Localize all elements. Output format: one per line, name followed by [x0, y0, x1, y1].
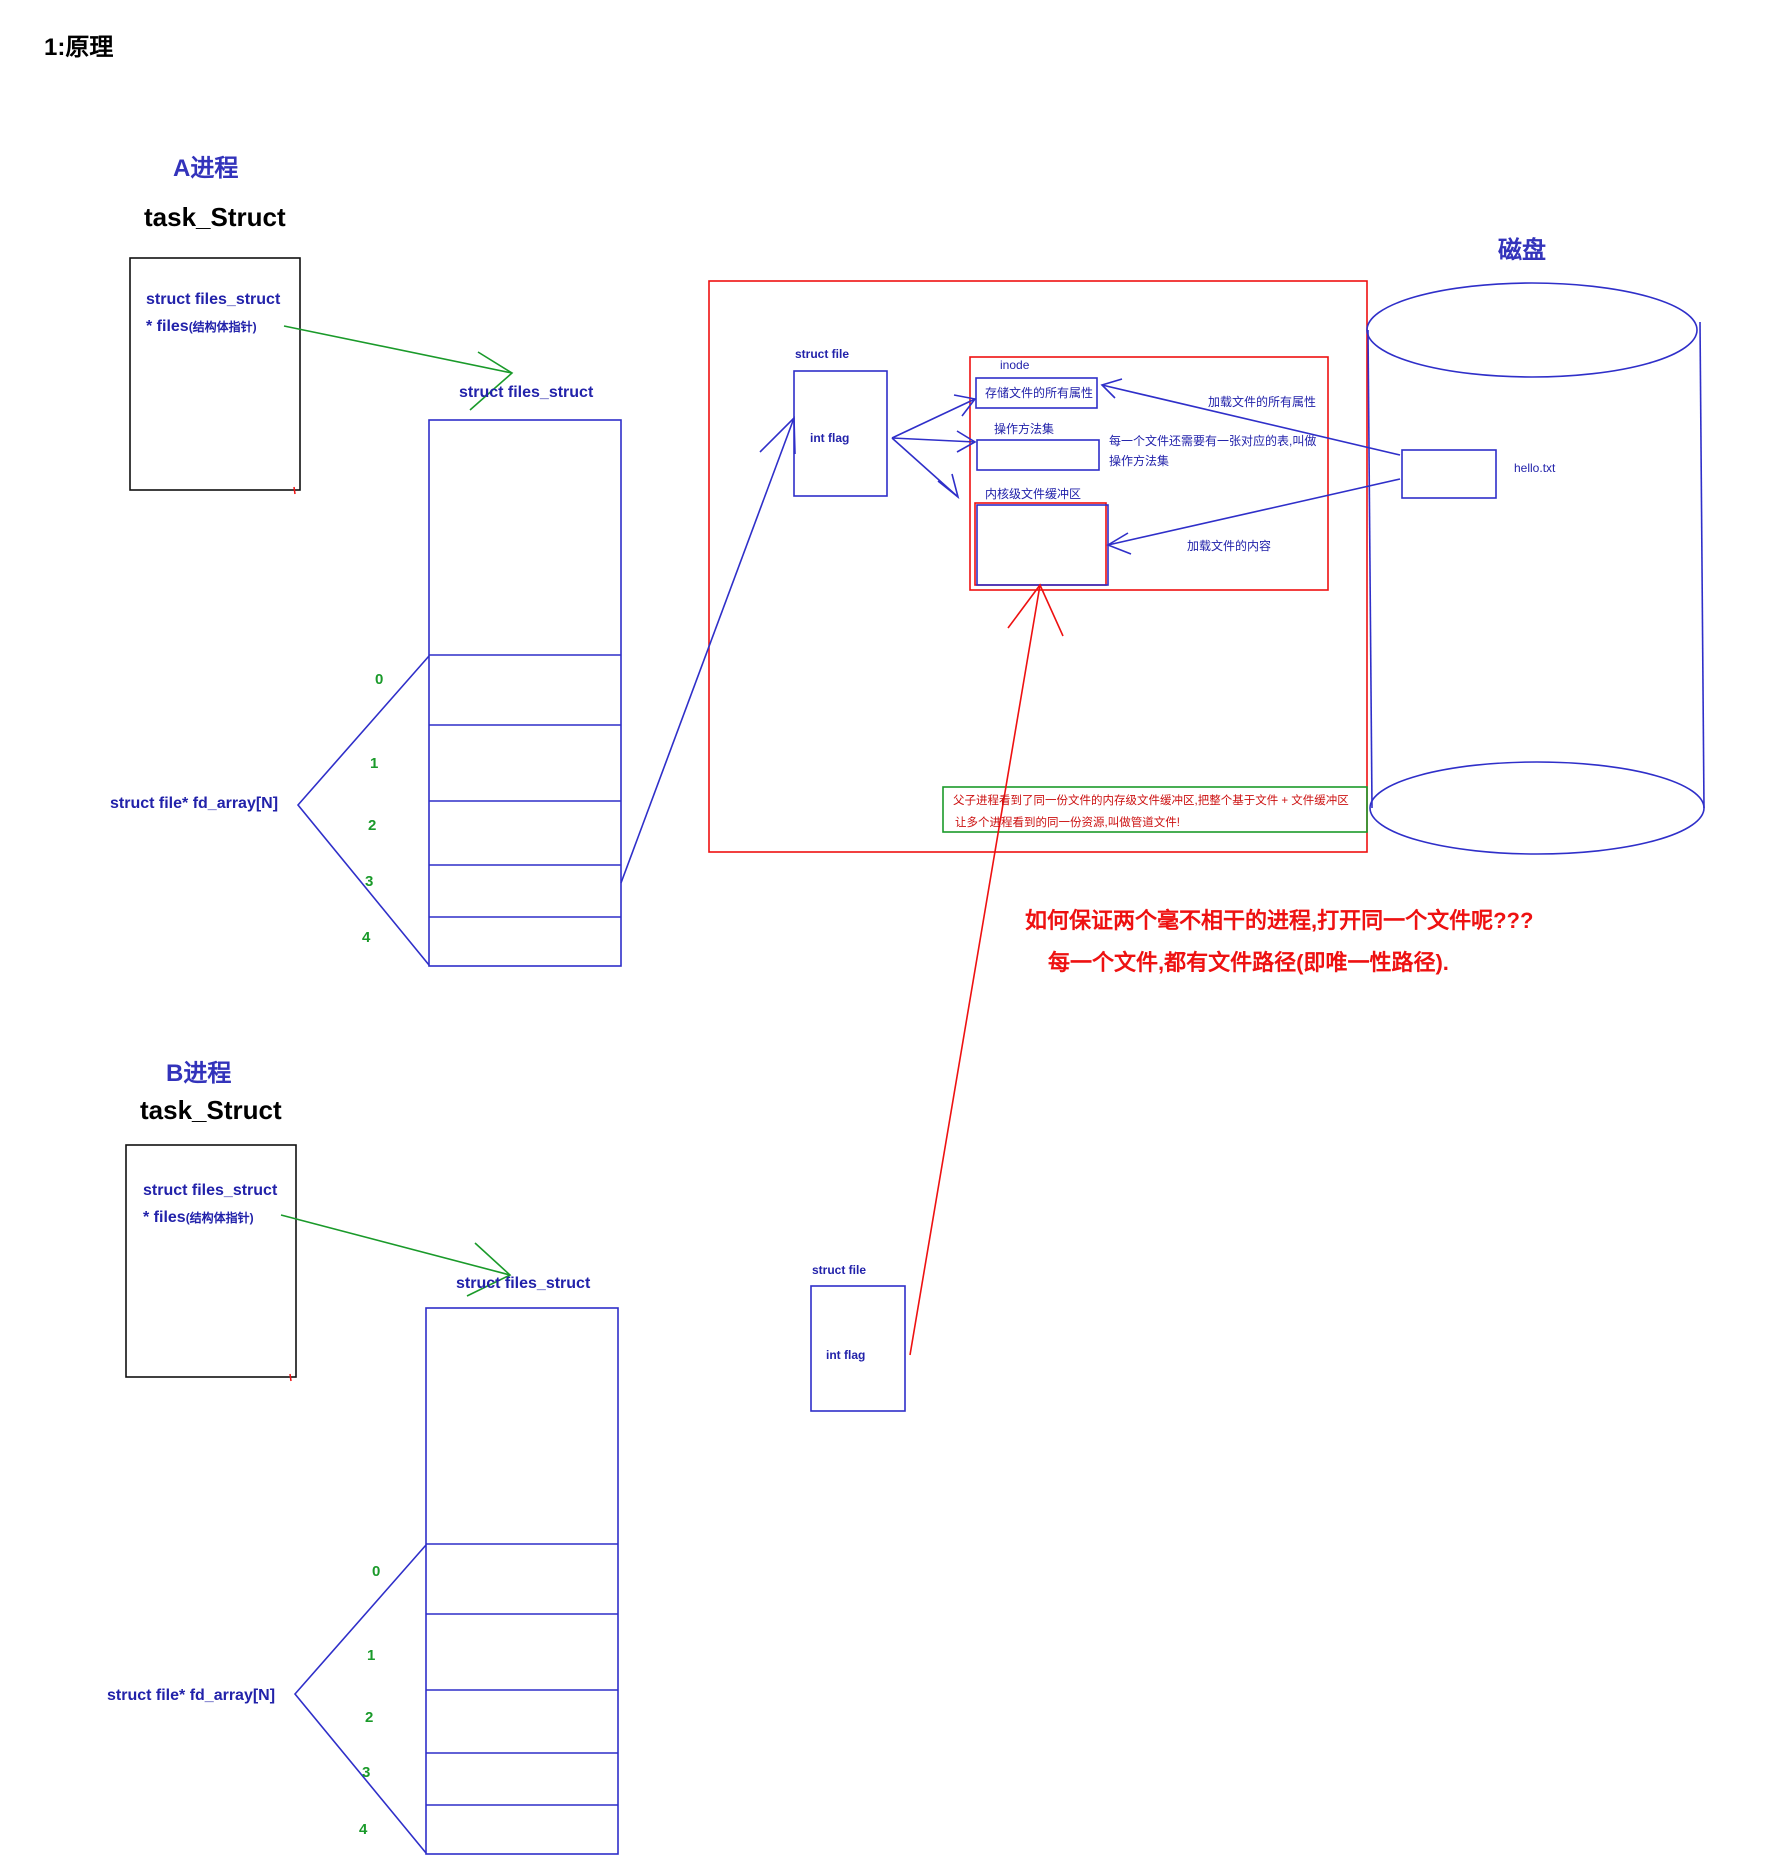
process-a-files-line1: struct files_struct	[146, 291, 281, 308]
process-b-index-1: 1	[367, 1647, 376, 1664]
process-b-name: B进程	[166, 1060, 232, 1087]
process-b-files-line2: * files	[143, 1209, 186, 1226]
buffer-box	[974, 502, 1107, 586]
inode-attrs-label: 存储文件的所有属性	[985, 386, 1094, 400]
fd3-to-struct-file-arrow	[620, 416, 796, 884]
process-a-index-4: 4	[362, 929, 371, 946]
process-b-index-4: 4	[359, 1821, 368, 1838]
pipe-note-box	[942, 786, 1368, 833]
process-a-index-3: 3	[365, 873, 374, 890]
process-b-task-struct: task_Struct	[140, 1095, 282, 1125]
second-struct-file-int-flag: int flag	[826, 1348, 866, 1362]
inode-region	[969, 356, 1329, 591]
process-b-files-struct-label: struct files_struct	[456, 1275, 591, 1292]
struct-file-label: struct file	[795, 347, 850, 361]
process-a-files-struct-label: struct files_struct	[459, 384, 594, 401]
process-a-index-0: 0	[375, 671, 384, 688]
hello-txt-box	[1401, 449, 1497, 499]
struct-file-int-flag: int flag	[810, 431, 850, 445]
process-b-files-line2-wrap: * files(结构体指针)	[143, 1210, 254, 1226]
process-b-files-line1: struct files_struct	[143, 1182, 278, 1199]
process-a-fd-array-label: struct file* fd_array[N]	[110, 795, 279, 812]
load-content-arrow	[1106, 478, 1401, 555]
second-struct-file-box	[810, 1285, 906, 1412]
process-b-index-3: 3	[362, 1764, 371, 1781]
process-a-index-2: 2	[368, 817, 377, 834]
process-a-files-line2-wrap: * files(结构体指针)	[146, 319, 257, 335]
load-attrs-arrow	[1100, 378, 1401, 456]
pipe-note-line2: 让多个进程看到的同一份资源,叫做管道文件!	[955, 817, 1180, 829]
buffer-label: 内核级文件缓冲区	[985, 487, 1082, 501]
ops-box	[976, 439, 1100, 471]
process-a-index-1: 1	[370, 755, 379, 772]
disk-cylinder	[1366, 282, 1705, 855]
process-a-files-note: (结构体指针)	[188, 320, 257, 334]
process-b-fd-bracket	[293, 1544, 427, 1854]
disk-label: 磁盘	[1498, 237, 1546, 264]
ops-note-line2: 操作方法集	[1109, 454, 1170, 468]
second-file-to-buffer-arrow	[909, 583, 1064, 1356]
process-a-task-box	[129, 257, 301, 491]
page-title: 1:原理	[44, 34, 114, 61]
ops-note-line1: 每一个文件还需要有一张对应的表,叫做	[1109, 434, 1317, 448]
process-b-pointer-arrow	[280, 1214, 512, 1297]
process-b-fd-table	[425, 1307, 619, 1855]
kernel-region	[708, 280, 1368, 853]
inode-label: inode	[1000, 358, 1030, 372]
question-line1: 如何保证两个毫不相干的进程,打开同一个文件呢???	[1025, 908, 1534, 933]
question-line2: 每一个文件,都有文件路径(即唯一性路径).	[1048, 950, 1449, 975]
process-a-files-line2: * files	[146, 318, 189, 335]
process-b-task-box	[125, 1144, 297, 1378]
process-b-index-0: 0	[372, 1563, 381, 1580]
load-attrs-label: 加载文件的所有属性	[1208, 395, 1317, 409]
ops-label: 操作方法集	[994, 422, 1055, 436]
second-struct-file-label: struct file	[812, 1263, 867, 1277]
process-a-fd-bracket	[296, 655, 430, 966]
inode-attrs-box	[975, 377, 1098, 409]
process-b-fd-array-label: struct file* fd_array[N]	[107, 1687, 276, 1704]
process-a-pointer-arrow	[283, 325, 514, 411]
hello-txt-label: hello.txt	[1514, 461, 1556, 475]
struct-file-fanout-arrows	[891, 394, 977, 500]
process-b-files-note: (结构体指针)	[185, 1211, 254, 1225]
pipe-note-line1: 父子进程看到了同一份文件的内存级文件缓冲区,把整个基于文件 + 文件缓冲区	[953, 795, 1349, 807]
load-content-label: 加载文件的内容	[1187, 539, 1272, 553]
process-a-name: A进程	[173, 155, 239, 182]
process-b-index-2: 2	[365, 1709, 374, 1726]
process-a-fd-table	[428, 419, 622, 967]
buffer-box-inner	[976, 504, 1109, 586]
process-a-task-struct: task_Struct	[144, 202, 286, 232]
